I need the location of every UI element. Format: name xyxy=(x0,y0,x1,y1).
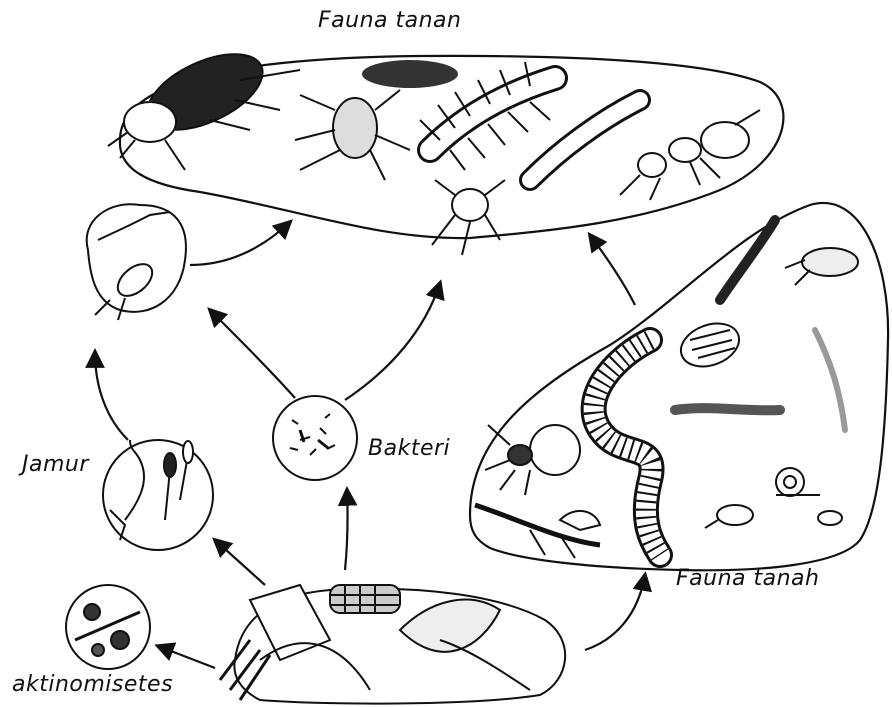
arrow-bacteria-to-top-fauna xyxy=(345,283,440,400)
bacteria-icon xyxy=(273,396,357,480)
actinomycetes-icon xyxy=(66,585,150,669)
springtail-group-icon xyxy=(87,204,186,320)
fungi-icon xyxy=(103,440,213,550)
arrow-litter-to-fungi xyxy=(215,540,265,585)
arrow-litter-to-soil-fauna xyxy=(585,575,645,650)
label-jamur: Jamur xyxy=(22,452,89,477)
label-fauna-top: Fauna tanan xyxy=(318,8,461,33)
label-aktinomisetes: aktinomisetes xyxy=(12,672,173,697)
small-mite-icon xyxy=(432,180,505,255)
arrow-fungi-to-springtails xyxy=(95,352,128,440)
spider-icon xyxy=(485,425,580,495)
arrow-soil-fauna-to-top-fauna xyxy=(590,235,635,305)
leaf-litter-icon xyxy=(220,585,565,704)
ant-icon xyxy=(620,110,760,200)
arrow-litter-to-bacteria xyxy=(345,490,348,570)
arrow-litter-to-actinomycetes xyxy=(158,646,215,668)
label-fauna-bottom: Fauna tanah xyxy=(676,566,819,591)
beetle-icon xyxy=(108,39,300,170)
arrow-springtails-to-top-fauna xyxy=(190,222,290,265)
snail-icon xyxy=(705,468,842,528)
colony-icon xyxy=(362,60,458,88)
mite-icon xyxy=(295,90,410,180)
larva-icon xyxy=(530,100,640,180)
arrow-bacteria-to-springtails xyxy=(210,310,295,398)
earthworm-icon xyxy=(594,340,660,555)
larva-right-icon xyxy=(785,248,858,285)
label-bakteri: Bakteri xyxy=(368,436,450,461)
woodlouse-icon xyxy=(675,316,745,374)
